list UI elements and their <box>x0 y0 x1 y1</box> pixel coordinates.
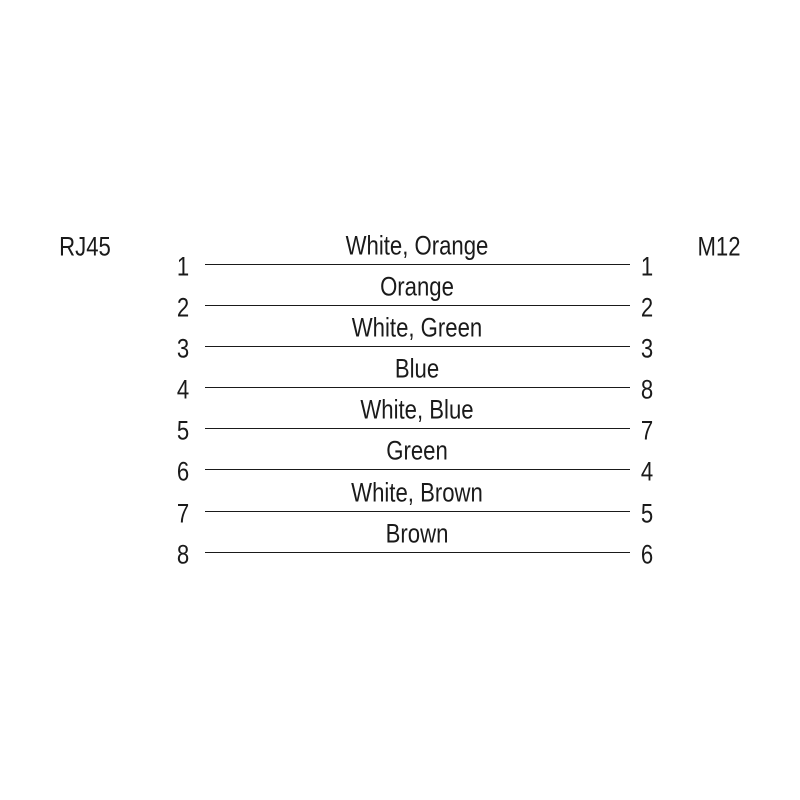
left-pin-number: 3 <box>176 333 190 364</box>
wire-color-label: Blue <box>394 353 440 384</box>
right-connector-label: M12 <box>697 231 741 262</box>
right-pin-number: 4 <box>640 456 654 487</box>
right-pin-number: 3 <box>640 333 654 364</box>
wire-line <box>205 346 630 347</box>
wire-line <box>205 469 630 470</box>
wire-line <box>205 511 630 512</box>
left-pin-number: 6 <box>176 456 190 487</box>
left-pin-number: 2 <box>176 292 190 323</box>
wire-color-label: White, Orange <box>345 230 489 261</box>
wire-color-label: White, Blue <box>360 394 474 425</box>
wire-line <box>205 428 630 429</box>
wire-line <box>205 305 630 306</box>
wire-color-label: Brown <box>385 518 449 549</box>
right-pin-number: 2 <box>640 292 654 323</box>
wire-line <box>205 552 630 553</box>
wire-line <box>205 387 630 388</box>
left-pin-number: 5 <box>176 415 190 446</box>
left-pin-number: 8 <box>176 539 190 570</box>
right-pin-number: 1 <box>640 251 654 282</box>
right-pin-number: 6 <box>640 539 654 570</box>
wire-color-label: Orange <box>380 271 454 302</box>
wire-color-label: Green <box>386 435 448 466</box>
right-pin-number: 7 <box>640 415 654 446</box>
right-pin-number: 5 <box>640 498 654 529</box>
left-connector-label: RJ45 <box>59 231 111 262</box>
left-pin-number: 4 <box>176 374 190 405</box>
right-pin-number: 8 <box>640 374 654 405</box>
left-pin-number: 7 <box>176 498 190 529</box>
left-pin-number: 1 <box>176 251 190 282</box>
wire-color-label: White, Brown <box>351 477 483 508</box>
wire-color-label: White, Green <box>351 312 483 343</box>
wire-line <box>205 264 630 265</box>
